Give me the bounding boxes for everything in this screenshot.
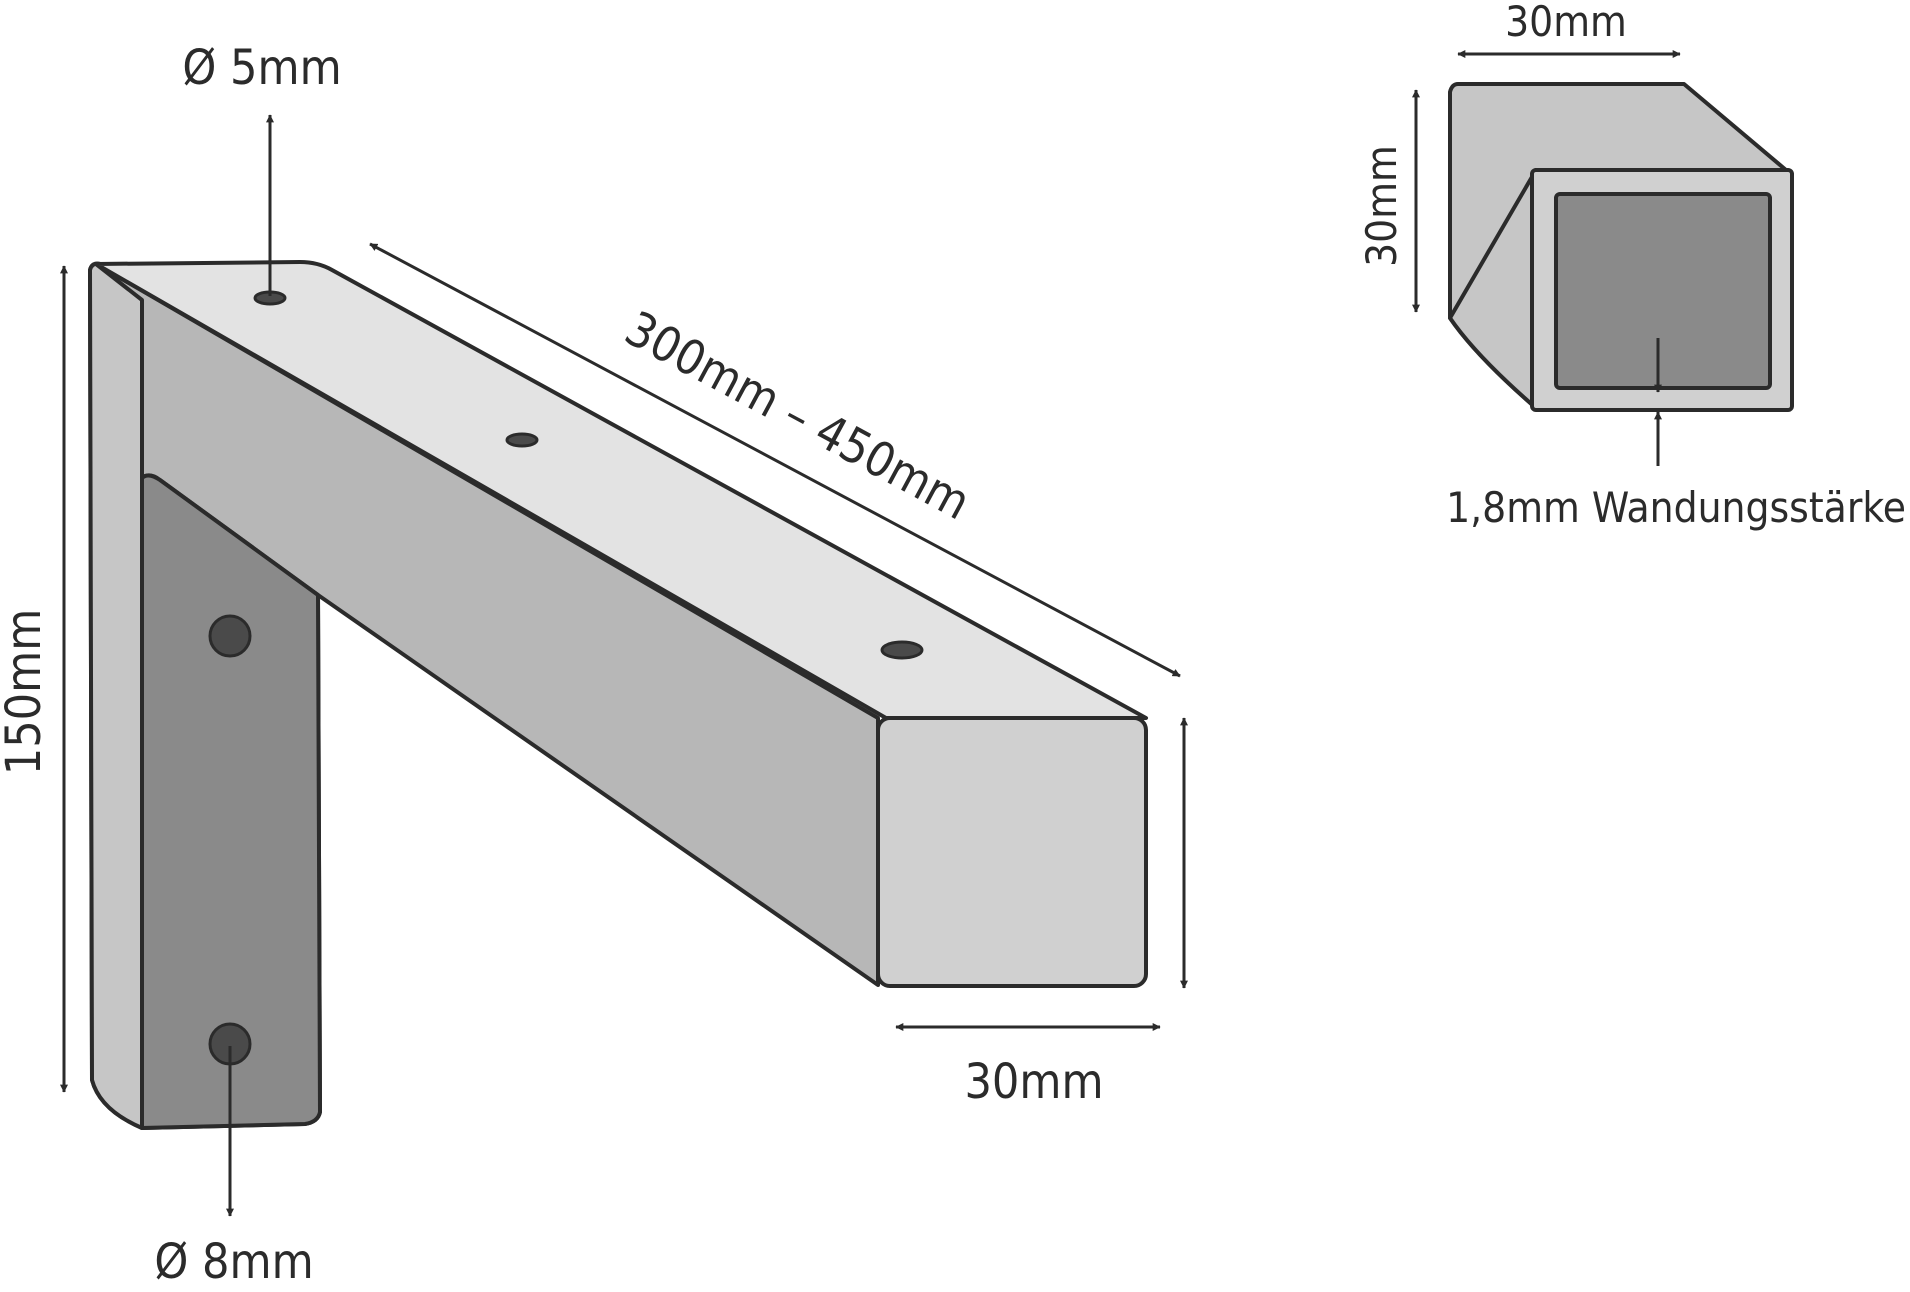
- dimension-lines: [60, 114, 1188, 1217]
- hole-top-label: Ø 5mm: [182, 40, 341, 96]
- profile-inner-hollow: [1554, 192, 1772, 390]
- wall-thickness-label: 1,8mm Wandungsstärke: [1446, 483, 1906, 532]
- bracket-body: [88, 260, 1148, 1130]
- detail-width-label: 30mm: [1505, 0, 1627, 46]
- profile-detail: [1412, 50, 1794, 466]
- width-front-label: 30mm: [964, 1054, 1103, 1110]
- top-hole-front: [880, 640, 924, 660]
- hole-bottom-label: Ø 8mm: [154, 1234, 313, 1288]
- length-dimension: [369, 242, 1181, 678]
- arm-front-face: [876, 716, 1148, 988]
- wall-hole-upper-8mm: [208, 614, 252, 658]
- height-label: 150mm: [0, 609, 52, 776]
- top-hole-middle: [505, 432, 539, 448]
- detail-height-label: 30mm: [1357, 145, 1406, 267]
